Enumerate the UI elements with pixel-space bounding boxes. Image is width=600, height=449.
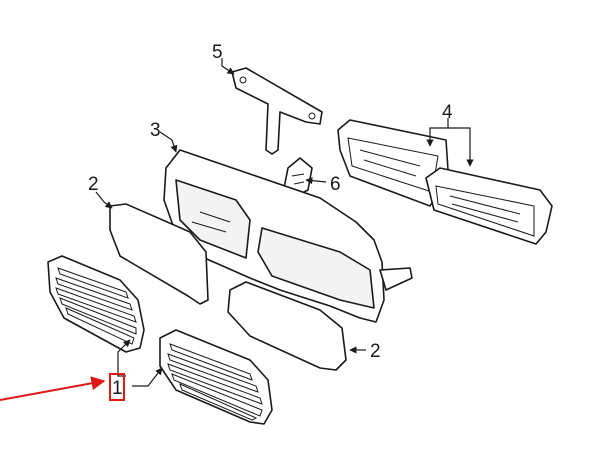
callout-1: 1 — [112, 378, 123, 399]
part-2-mesh-lower — [227, 281, 347, 371]
grille-lower-slats — [167, 343, 263, 421]
part-2-mesh-upper — [109, 203, 209, 305]
part-5-bracket — [231, 67, 323, 155]
part-1-grille-upper — [47, 255, 145, 353]
leader-lines — [95, 58, 474, 387]
part-3-frame — [163, 149, 413, 323]
highlight-box — [109, 373, 125, 401]
callout-4: 4 — [442, 102, 453, 123]
callout-5: 5 — [212, 42, 223, 63]
callout-2-lower: 2 — [370, 341, 381, 362]
grille-upper-slats — [55, 267, 137, 345]
callout-2-upper: 2 — [88, 174, 99, 195]
callout-6: 6 — [330, 174, 341, 195]
highlight-arrow — [0, 376, 106, 401]
callout-3: 3 — [150, 120, 161, 141]
part-4-ducts — [337, 119, 553, 245]
part-1-grille-lower — [159, 329, 273, 425]
